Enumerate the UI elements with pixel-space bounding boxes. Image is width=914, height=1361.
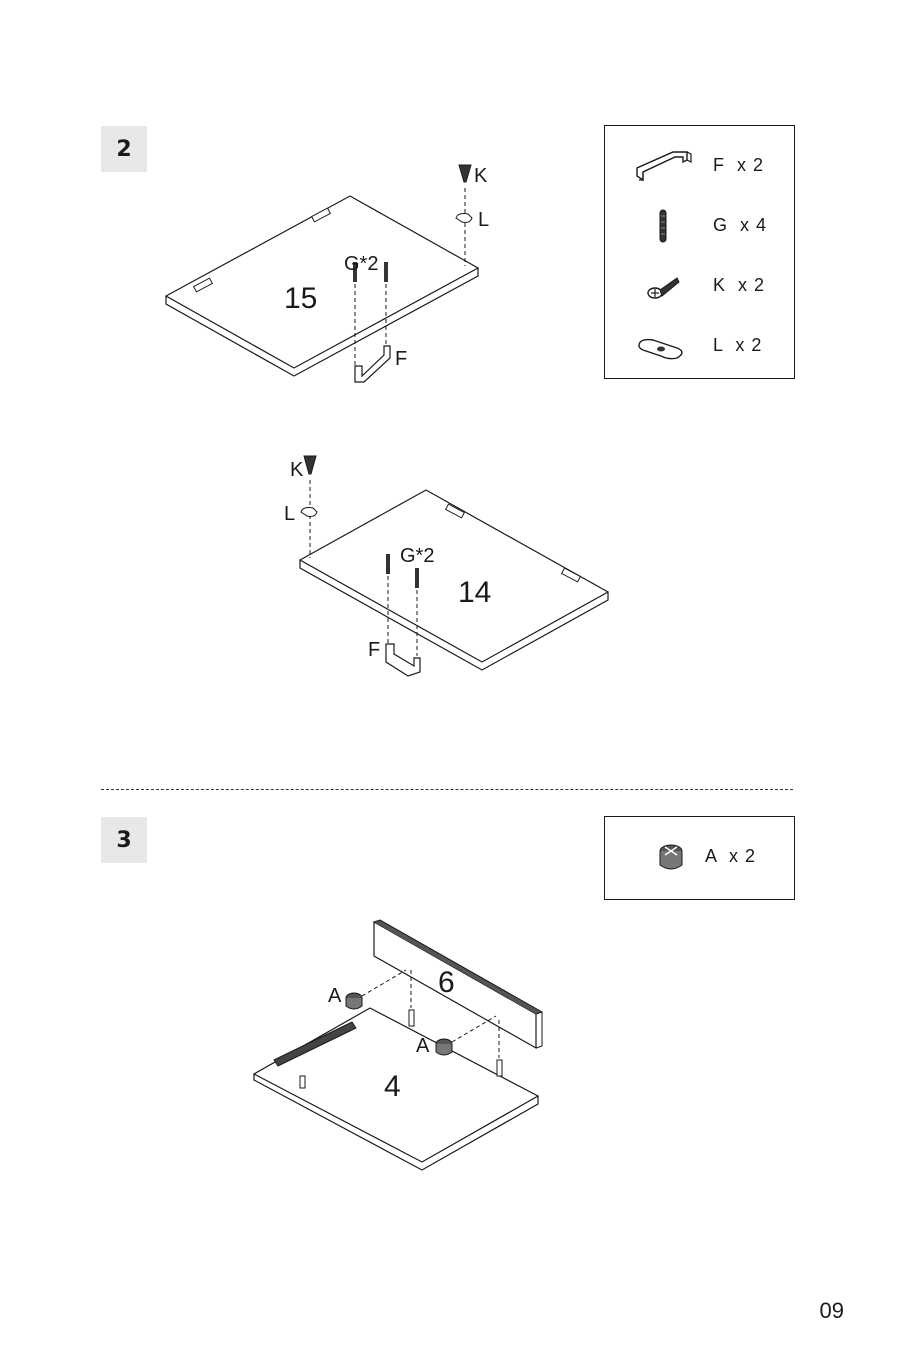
panel-15-label-k: K [474, 165, 488, 187]
part-row-f: F x 2 [605, 146, 794, 186]
step-2-badge: 2 [101, 126, 147, 172]
dowel-pin-icon [625, 206, 705, 246]
panel-15-number: 15 [284, 282, 317, 315]
panel-6-4-diagram: A A 6 4 [240, 910, 560, 1180]
cam-label-2: A [416, 1035, 430, 1057]
part-label-g: G x 4 [713, 215, 767, 236]
panel-15-label-l: L [478, 209, 489, 231]
part-row-k: K x 2 [605, 266, 794, 306]
panel-15-label-f: F [395, 348, 407, 370]
page-number: 09 [820, 1298, 844, 1324]
part-label-l: L x 2 [713, 335, 762, 356]
plate-icon [625, 326, 705, 366]
cam-lock-icon [625, 837, 705, 877]
part-label-f: F x 2 [713, 155, 764, 176]
panel-15-top [166, 196, 478, 368]
panel-14-top [300, 490, 608, 662]
step-3-badge: 3 [101, 817, 147, 863]
handle-icon [625, 146, 705, 186]
part-row-a: A x 2 [605, 837, 794, 877]
panel-15-diagram: K L G*2 F 15 [150, 150, 510, 390]
cam-lock-2 [436, 1039, 452, 1055]
part-label-k: K x 2 [713, 275, 765, 296]
part-row-g: G x 4 [605, 206, 794, 246]
panel-15-label-g: G*2 [344, 253, 378, 275]
panel-14-label-g: G*2 [400, 545, 434, 567]
cam-lock-1 [346, 993, 362, 1009]
part-row-l: L x 2 [605, 326, 794, 366]
part-label-a: A x 2 [705, 846, 756, 867]
cam-label-1: A [328, 985, 342, 1007]
step-3-parts-box: A x 2 [604, 816, 795, 900]
panel-14-label-f: F [368, 639, 380, 661]
panel-15-handle [355, 346, 390, 382]
panel-14-label-k: K [290, 459, 304, 481]
step-2-parts-box: F x 2 G x 4 K x 2 L x 2 [604, 125, 795, 379]
panel-14-handle [386, 644, 420, 676]
panel-6-number: 6 [438, 966, 455, 999]
panel-14-label-l: L [284, 503, 295, 525]
panel-4-number: 4 [384, 1070, 401, 1103]
panel-14-number: 14 [458, 576, 491, 609]
screw-icon [625, 266, 705, 306]
step-divider [101, 789, 793, 790]
panel-14-diagram: K L G*2 F 14 [270, 450, 630, 690]
